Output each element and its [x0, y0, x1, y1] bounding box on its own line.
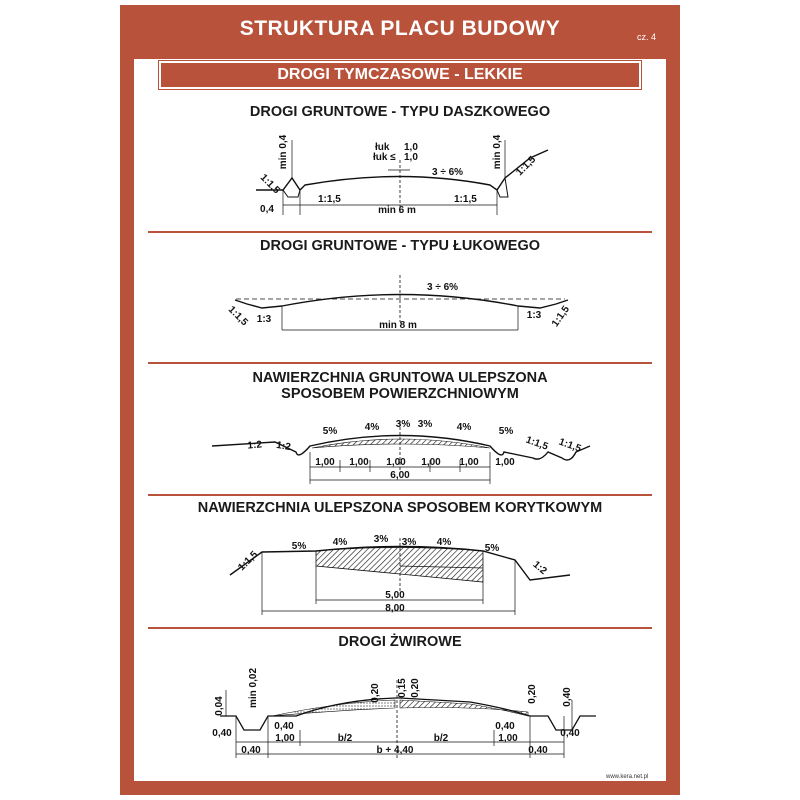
- diagram-daszkowe: [256, 140, 549, 215]
- section-title-zwirowe: DROGI ŻWIROWE: [338, 634, 462, 650]
- s2-grade: 3 ÷ 6%: [427, 282, 458, 293]
- s4-pct-3a: 3%: [374, 534, 389, 545]
- s5-hb2b: b/2: [434, 733, 449, 744]
- s4-pct-3b: 3%: [402, 537, 417, 548]
- s1-width04: 0,4: [260, 204, 274, 215]
- s4-pct-4b: 4%: [437, 537, 452, 548]
- s3-dim-1: 1,00: [315, 457, 335, 468]
- s2-width: min 8 m: [379, 320, 417, 331]
- s1-min04-right: min 0,4: [492, 134, 503, 169]
- s5-h100a: 1,00: [275, 733, 295, 744]
- s5-vmin002: min 0,02: [248, 668, 259, 708]
- s5-v015: 0,15: [397, 678, 408, 698]
- s1-luk2-val: 1,0: [404, 152, 418, 163]
- s5-h040a: 0,40: [212, 728, 232, 739]
- s3-slope-1: 1:2: [247, 439, 263, 451]
- s3-dim-6: 1,00: [495, 457, 515, 468]
- s4-pct-4a: 4%: [333, 537, 348, 548]
- section-divider: [148, 362, 652, 364]
- s3-slope-2: 1:2: [275, 440, 292, 453]
- section-title-powierzchniowa-1: NAWIERZCHNIA GRUNTOWA ULEPSZONA: [252, 370, 548, 386]
- s3-pct-5a: 5%: [323, 426, 338, 437]
- section-divider: [148, 627, 652, 629]
- s5-total: b + 4,40: [377, 745, 414, 756]
- diagram-lukowe: [234, 275, 569, 331]
- board-panel: [134, 59, 666, 781]
- diagram-korytkowa: [229, 538, 571, 615]
- s3-pct-3b: 3%: [418, 419, 433, 430]
- s5-h040f: 0,40: [528, 745, 548, 756]
- subtitle-bar: DROGI TYMCZASOWE - LEKKIE: [158, 60, 642, 90]
- s3-dim-3: 1,00: [386, 457, 406, 468]
- footer-url: www.kera.net.pl: [606, 774, 649, 780]
- s5-hb2a: b/2: [338, 733, 353, 744]
- s3-slope-4: 1:1,5: [557, 437, 583, 455]
- s4-pct-5a: 5%: [292, 541, 307, 552]
- s5-h040c: 0,40: [495, 721, 515, 732]
- s2-slope-right: 1:1,5: [550, 304, 572, 329]
- s1-luk2: łuk ≤: [373, 152, 396, 163]
- s3-dim-4: 1,00: [421, 457, 441, 468]
- s4-total: 8,00: [385, 603, 405, 614]
- s2-inner-left: 1:3: [257, 314, 272, 325]
- section-title-lukowe: DROGI GRUNTOWE - TYPU ŁUKOWEGO: [259, 238, 541, 254]
- s1-grade: 3 ÷ 6%: [432, 167, 463, 178]
- s3-pct-4b: 4%: [457, 422, 472, 433]
- diagram-zwirowe: [220, 680, 596, 760]
- s5-v020a: 0,20: [370, 683, 381, 703]
- section-divider: [148, 494, 652, 496]
- s4-slope-right: 1:2: [531, 559, 549, 577]
- s1-width: min 6 m: [378, 205, 416, 216]
- s5-v004: 0,04: [214, 696, 225, 716]
- s3-pct-5b: 5%: [499, 426, 514, 437]
- s1-inner-right: 1:1,5: [454, 194, 477, 205]
- s1-slope-right: 1:1,5: [514, 154, 538, 178]
- s3-dim-2: 1,00: [349, 457, 369, 468]
- board-frame: STRUKTURA PLACU BUDOWY cz. 4: [120, 5, 680, 795]
- s5-h040e: 0,40: [241, 745, 261, 756]
- s4-slope-left: 1:1,5: [236, 549, 260, 573]
- s5-h040d: 0,40: [560, 728, 580, 739]
- section-divider: [148, 231, 652, 233]
- part-number: cz. 4: [636, 32, 656, 42]
- s1-min04-left: min 0,4: [278, 134, 289, 169]
- section-title-korytkowa: NAWIERZCHNIA ULEPSZONA SPOSOBEM KORYTKOW…: [197, 500, 603, 516]
- s5-v020c: 0,20: [527, 684, 538, 704]
- s3-slope-3: 1:1,5: [524, 435, 550, 453]
- s2-slope-left: 1:1,5: [226, 304, 250, 328]
- s4-inner: 5,00: [385, 590, 405, 601]
- s1-luk1-val: 1,0: [404, 142, 418, 153]
- diagram-powierzchniowa: [211, 422, 591, 484]
- s5-h040b: 0,40: [274, 721, 294, 732]
- s3-pct-3a: 3%: [396, 419, 411, 430]
- page-title: STRUKTURA PLACU BUDOWY: [239, 17, 561, 40]
- s3-total: 6,00: [390, 470, 410, 481]
- s1-slope-left: 1:1,5: [258, 172, 282, 196]
- s5-v040r: 0,40: [562, 687, 573, 707]
- s1-inner-left: 1:1,5: [318, 194, 341, 205]
- s5-h100b: 1,00: [498, 733, 518, 744]
- section-title-daszkowe: DROGI GRUNTOWE - TYPU DASZKOWEGO: [249, 104, 551, 120]
- section-title-powierzchniowa-2: SPOSOBEM POWIERZCHNIOWYM: [281, 386, 519, 402]
- s3-pct-4a: 4%: [365, 422, 380, 433]
- s4-pct-5b: 5%: [485, 543, 500, 554]
- s1-luk1: łuk: [375, 142, 390, 153]
- s3-dim-5: 1,00: [459, 457, 479, 468]
- s5-v020b: 0,20: [410, 678, 421, 698]
- s2-inner-right: 1:3: [527, 310, 542, 321]
